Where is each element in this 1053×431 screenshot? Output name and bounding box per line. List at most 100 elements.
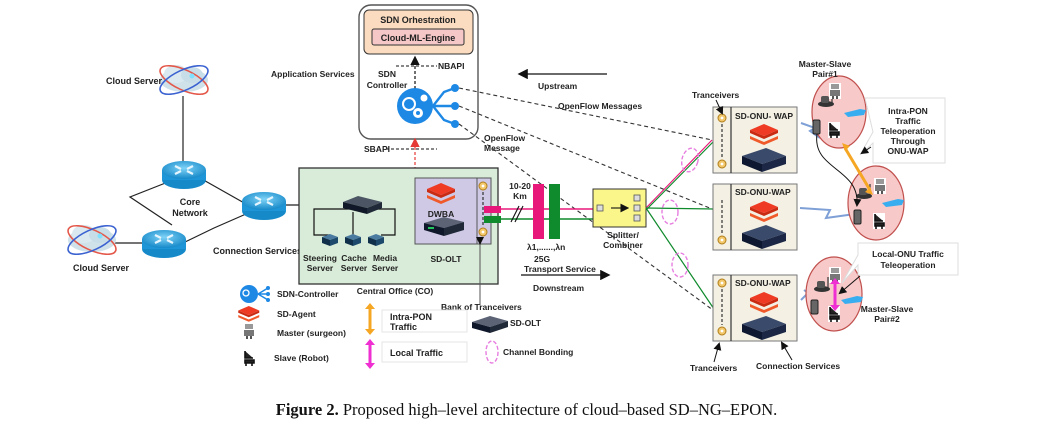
- legend-sd-olt: SD-OLT: [472, 316, 542, 333]
- pair-2-label: Master-Slave: [861, 304, 914, 314]
- core-router-bottom-icon: [140, 228, 188, 260]
- transceiver-icon: [478, 181, 488, 191]
- callout-line: Local-ONU Traffic: [872, 249, 944, 259]
- distance-label: 10-20: [509, 181, 531, 191]
- legend-label: Master (surgeon): [277, 328, 346, 338]
- cloud-server-icon: [63, 219, 121, 261]
- legend-intra-pon-traffic: Intra-PON Traffic: [365, 303, 468, 335]
- core-network-label: Core: [180, 197, 201, 207]
- central-office-label: Central Office (CO): [357, 286, 434, 296]
- cloud-server-bottom: Cloud Server: [63, 219, 130, 273]
- callout-line: Teleoperation: [880, 260, 935, 270]
- pair-1-label: Master-Slave: [799, 59, 852, 69]
- legend-label: Slave (Robot): [274, 353, 329, 363]
- sdn-controller-label: SDN: [378, 69, 396, 79]
- splitter-label-2: Combiner: [603, 240, 643, 250]
- sbapi-label: SBAPI: [364, 144, 390, 154]
- onu-1-label: SD-ONU- WAP: [735, 111, 793, 121]
- connection-services-right-label: Connection Services: [756, 361, 840, 371]
- legend-label: SDN-Controller: [277, 289, 339, 299]
- legend-label: Local Traffic: [390, 348, 443, 358]
- tx-pink-port: [484, 206, 501, 213]
- pair-1-label-2: Pair#1: [812, 69, 838, 79]
- co-switch-icon: [343, 196, 382, 214]
- media-server-label: Media: [373, 253, 397, 263]
- legend-sd-agent: SD-Agent: [238, 306, 316, 322]
- openflow-message-label-2: Message: [484, 143, 520, 153]
- core-network-label-2: Network: [172, 208, 209, 218]
- figure-caption-text: Proposed high–level architecture of clou…: [342, 400, 778, 419]
- svg-text:Cloud Server: Cloud Server: [73, 263, 130, 273]
- callout-line: Through: [891, 136, 925, 146]
- intra-pon-callout: Intra-PON Traffic Teleoperation Through …: [859, 97, 946, 164]
- channel-bonding-icons: [661, 147, 700, 278]
- legend-master: Master (surgeon): [243, 323, 346, 339]
- sd-olt-label: SD-OLT: [430, 254, 462, 264]
- legend-channel-bonding: Channel Bonding: [485, 340, 573, 364]
- onu-3-label: SD-ONU-WAP: [735, 278, 791, 288]
- distance-label-2: Km: [513, 191, 527, 201]
- cloud-server-top: Cloud Server: [106, 59, 213, 101]
- onu-2-label: SD-ONU-WAP: [735, 187, 791, 197]
- media-server-label-2: Server: [372, 263, 399, 273]
- distribution-fibers: [645, 139, 715, 310]
- steering-server-label: Steering: [303, 253, 337, 263]
- legend-sdn-controller: SDN-Controller: [240, 285, 339, 303]
- cloud-server-icon: [155, 59, 213, 101]
- splitter-label: Splitter/: [607, 230, 639, 240]
- sdn-orchestration-label: SDN Orhestration: [380, 15, 456, 25]
- nbapi-label: NBAPI: [438, 61, 464, 71]
- pair-2-label-2: Pair#2: [874, 314, 900, 324]
- steering-server-label-2: Server: [307, 263, 334, 273]
- openflow-message-label: OpenFlow: [484, 133, 525, 143]
- sd-olt-device-icon: [424, 217, 464, 236]
- figure-label: Figure 2.: [275, 400, 339, 419]
- sdn-controller-label-2: Controller: [367, 80, 408, 90]
- master-slave-pair-middle: [847, 165, 905, 241]
- intra-pon-traffic-arrow: [843, 147, 872, 191]
- bank-of-tranceivers-label: Bank of Tranceivers: [441, 302, 522, 312]
- legend-label: Channel Bonding: [503, 347, 573, 357]
- cache-server-label: Cache: [341, 253, 367, 263]
- connection-services-left-label: Connection Services: [213, 246, 302, 256]
- wavelengths-label: λ1,......,λn: [527, 242, 565, 252]
- openflow-links: [458, 87, 718, 314]
- dwba-label: DWBA: [428, 209, 454, 219]
- onu-1: SD-ONU- WAP: [712, 106, 798, 174]
- sdn-controller-icon: [397, 84, 459, 128]
- cloud-ml-engine-label: Cloud-ML-Engine: [381, 33, 455, 43]
- local-onu-callout: Local-ONU Traffic Teleoperation: [841, 242, 959, 284]
- core-router-top-icon: [160, 159, 208, 191]
- transport-service-label: Transport Service: [524, 264, 596, 274]
- tx-green-port: [484, 216, 501, 223]
- callout-line: Teleoperation: [880, 126, 935, 136]
- legend: SDN-Controller SD-Agent Master (surgeon)…: [238, 285, 573, 369]
- wavelength-mux-green: [549, 184, 560, 239]
- upstream-label: Upstream: [538, 81, 578, 91]
- edge-router-icon: [240, 190, 288, 222]
- onu-3: SD-ONU-WAP: [712, 274, 798, 342]
- callout-line: ONU-WAP: [887, 146, 928, 156]
- tranceivers-bottom-label: Tranceivers: [690, 363, 738, 373]
- master-slave-pair-1: [811, 75, 867, 149]
- application-services-label: Application Services: [271, 69, 355, 79]
- callout-line: Intra-PON: [888, 106, 928, 116]
- legend-slave: Slave (Robot): [242, 349, 329, 367]
- onu-2: SD-ONU-WAP: [712, 183, 798, 251]
- cache-server-label-2: Server: [341, 263, 368, 273]
- wavelength-mux-pink: [533, 184, 544, 239]
- downstream-label: Downstream: [533, 283, 584, 293]
- transceiver-icon: [478, 227, 488, 237]
- tranceivers-top-label: Tranceivers: [692, 90, 740, 100]
- figure-caption: Figure 2. Proposed high–level architectu…: [0, 400, 1053, 420]
- legend-label: Intra-PON: [390, 312, 432, 322]
- intra-pon-path: [816, 133, 862, 207]
- rate-label: 25G: [534, 254, 550, 264]
- callout-line: Traffic: [895, 116, 921, 126]
- svg-text:Cloud Server: Cloud Server: [106, 76, 163, 86]
- legend-local-traffic: Local Traffic: [365, 339, 468, 369]
- legend-label: Traffic: [390, 322, 417, 332]
- cloud-ml-engine-box: [371, 28, 465, 46]
- legend-label: SD-OLT: [510, 318, 542, 328]
